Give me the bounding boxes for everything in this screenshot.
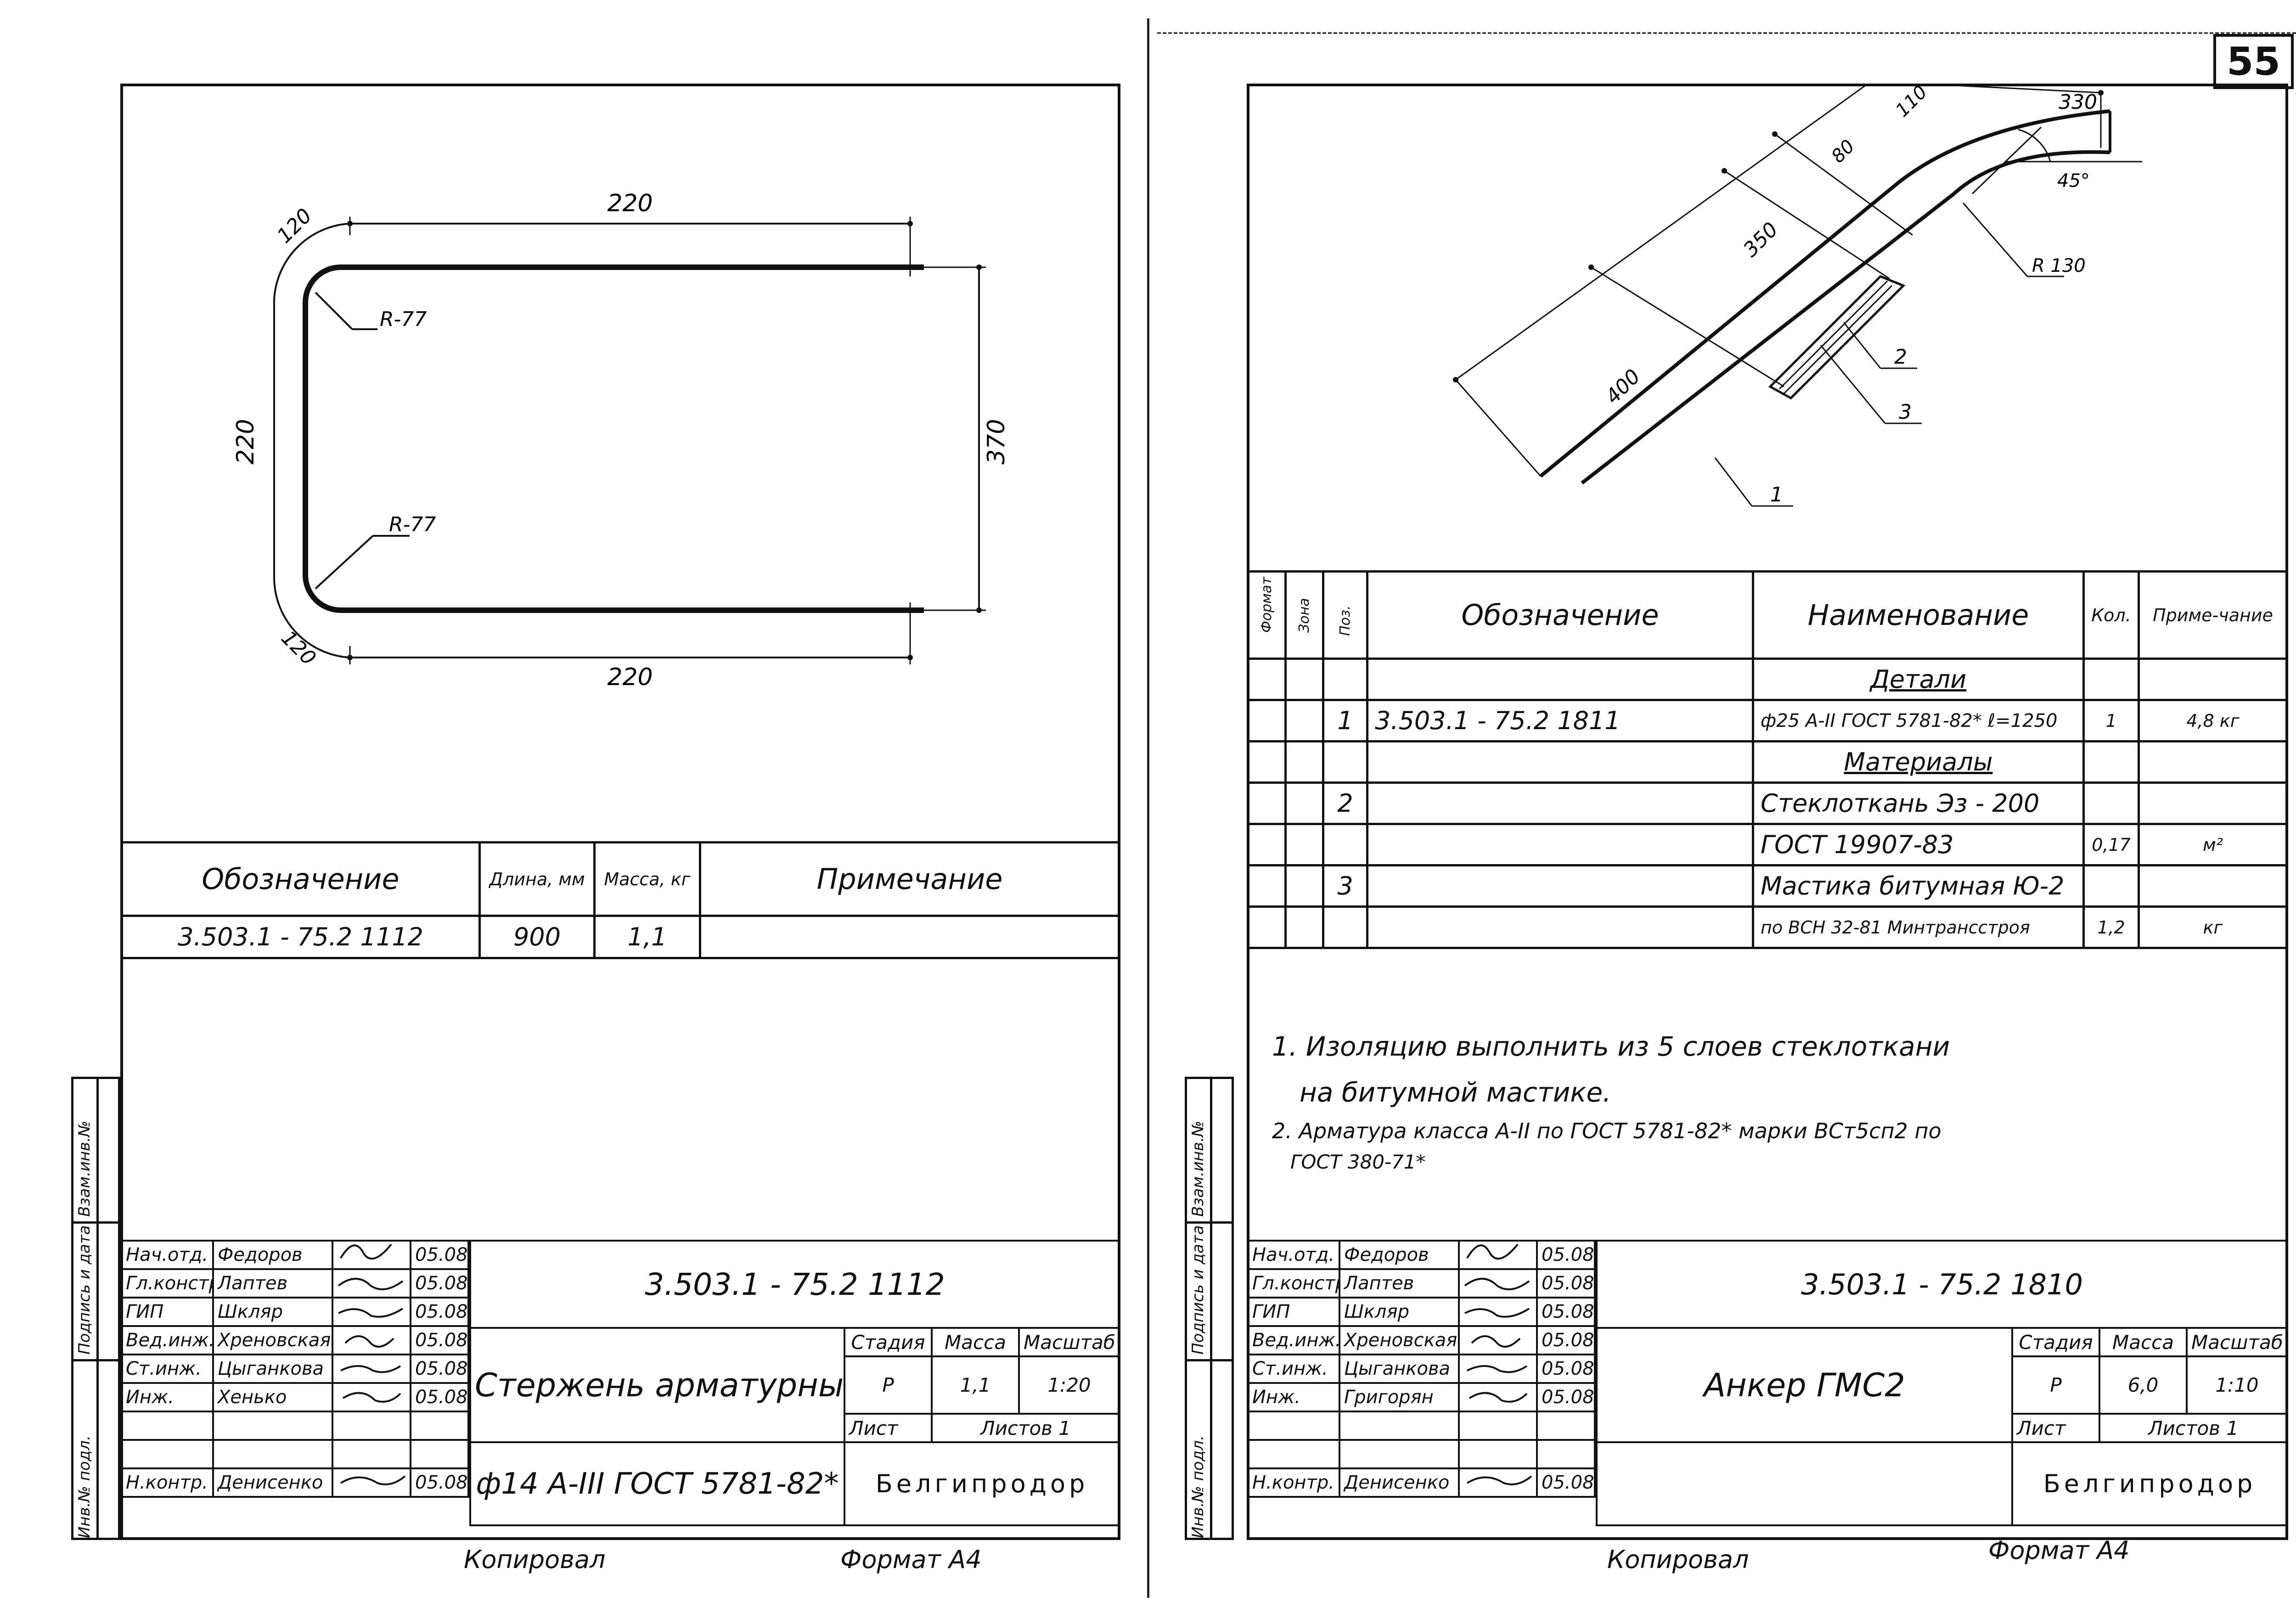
spec-header-note: Примечание — [699, 841, 1120, 917]
top-border — [1157, 32, 2296, 34]
left-sheet-frame — [120, 84, 1120, 1540]
center-divider — [1147, 18, 1149, 1598]
spec-cell-note — [699, 915, 1120, 959]
left-doc-name: Стержень арматурный — [469, 1327, 845, 1443]
right-title-main: 3.503.1 - 75.2 1810 Анкер ГМС2 Стадия Ма… — [1596, 1240, 2288, 1526]
svg-text:110: 110 — [1892, 84, 1932, 121]
svg-text:R 130: R 130 — [2032, 255, 2086, 276]
svg-text:350: 350 — [1739, 218, 1783, 261]
right-footer-format: Формат А4 — [1988, 1536, 2130, 1565]
signatures-r — [1464, 1243, 1532, 1485]
svg-text:330: 330 — [2059, 90, 2097, 114]
radius-bottom: R-77 — [389, 513, 436, 536]
side-label-inv-r: Инв.№ подл. — [1189, 1435, 1207, 1538]
side-label-replace: Взам.инв.№ — [75, 1120, 94, 1217]
page-number: 55 — [2213, 34, 2294, 89]
right-footer-copy: Копировал — [1607, 1545, 1749, 1574]
spec-cell-length: 900 — [478, 915, 596, 959]
spec-cell-mass: 1,1 — [593, 915, 701, 959]
left-title-main: 3.503.1 - 75.2 1112 Стержень арматурный … — [469, 1240, 1120, 1526]
dim-bottom: 220 — [607, 663, 653, 691]
right-doc-code: 3.503.1 - 75.2 1810 — [1596, 1240, 2288, 1329]
note-2b: ГОСТ 380-71* — [1290, 1151, 1426, 1173]
left-side-strip: Инв.№ подл. Подпись и дата Взам.инв.№ — [71, 1077, 120, 1540]
left-footer-format: Формат А4 — [840, 1545, 982, 1574]
svg-text:45°: 45° — [2057, 170, 2090, 191]
svg-text:2: 2 — [1894, 345, 1907, 369]
note-1: 1. Изоляцию выполнить из 5 слоев стеклот… — [1272, 1031, 1950, 1062]
right-anchor-drawing: 330 110 80 350 400 45° R 130 1 2 3 — [1453, 84, 2142, 507]
left-footer-copy: Копировал — [464, 1545, 606, 1574]
right-doc-name: Анкер ГМС2 — [1596, 1327, 2013, 1443]
signatures — [338, 1243, 406, 1485]
side-label-replace-r: Взам.инв.№ — [1189, 1120, 1207, 1217]
note-1b: на битумной мастике. — [1300, 1077, 1611, 1108]
left-spec-table: Обозначение Длина, мм Масса, кг Примечан… — [120, 841, 1120, 959]
right-org: Белгипродор — [2011, 1441, 2288, 1526]
svg-text:1: 1 — [1770, 483, 1783, 506]
svg-text:400: 400 — [1601, 365, 1645, 408]
dim-right: 370 — [983, 419, 1010, 464]
side-label-inv: Инв.№ подл. — [75, 1435, 94, 1538]
left-bar-drawing: 220 220 220 370 120 120 R-77 R-77 — [232, 190, 1010, 691]
left-doc-code: 3.503.1 - 75.2 1112 — [469, 1240, 1120, 1329]
dim-arc-bottom: 120 — [276, 626, 320, 670]
spec-header-designation: Обозначение — [120, 841, 481, 917]
dim-arc-top: 120 — [273, 204, 316, 247]
side-label-sign: Подпись и дата — [75, 1225, 94, 1355]
dim-top: 220 — [607, 190, 653, 217]
svg-text:80: 80 — [1828, 136, 1859, 168]
right-spec-table: Формат Зона Поз. Обозначение Наименовани… — [1247, 570, 2288, 949]
dim-left: 220 — [232, 419, 259, 464]
left-material: ф14 А-III ГОСТ 5781-82* — [469, 1441, 845, 1526]
left-org: Белгипродор — [844, 1441, 1120, 1526]
radius-top: R-77 — [380, 308, 427, 331]
side-label-sign-r: Подпись и дата — [1189, 1225, 1207, 1355]
spec-cell-designation: 3.503.1 - 75.2 1112 — [120, 915, 481, 959]
right-side-strip: Инв.№ подл. Подпись и дата Взам.инв.№ — [1185, 1077, 1234, 1540]
spec-header-mass: Масса, кг — [593, 841, 701, 917]
spec-header-length: Длина, мм — [478, 841, 596, 917]
svg-text:3: 3 — [1899, 400, 1912, 424]
note-2: 2. Арматура класса А-II по ГОСТ 5781-82*… — [1272, 1119, 1941, 1143]
